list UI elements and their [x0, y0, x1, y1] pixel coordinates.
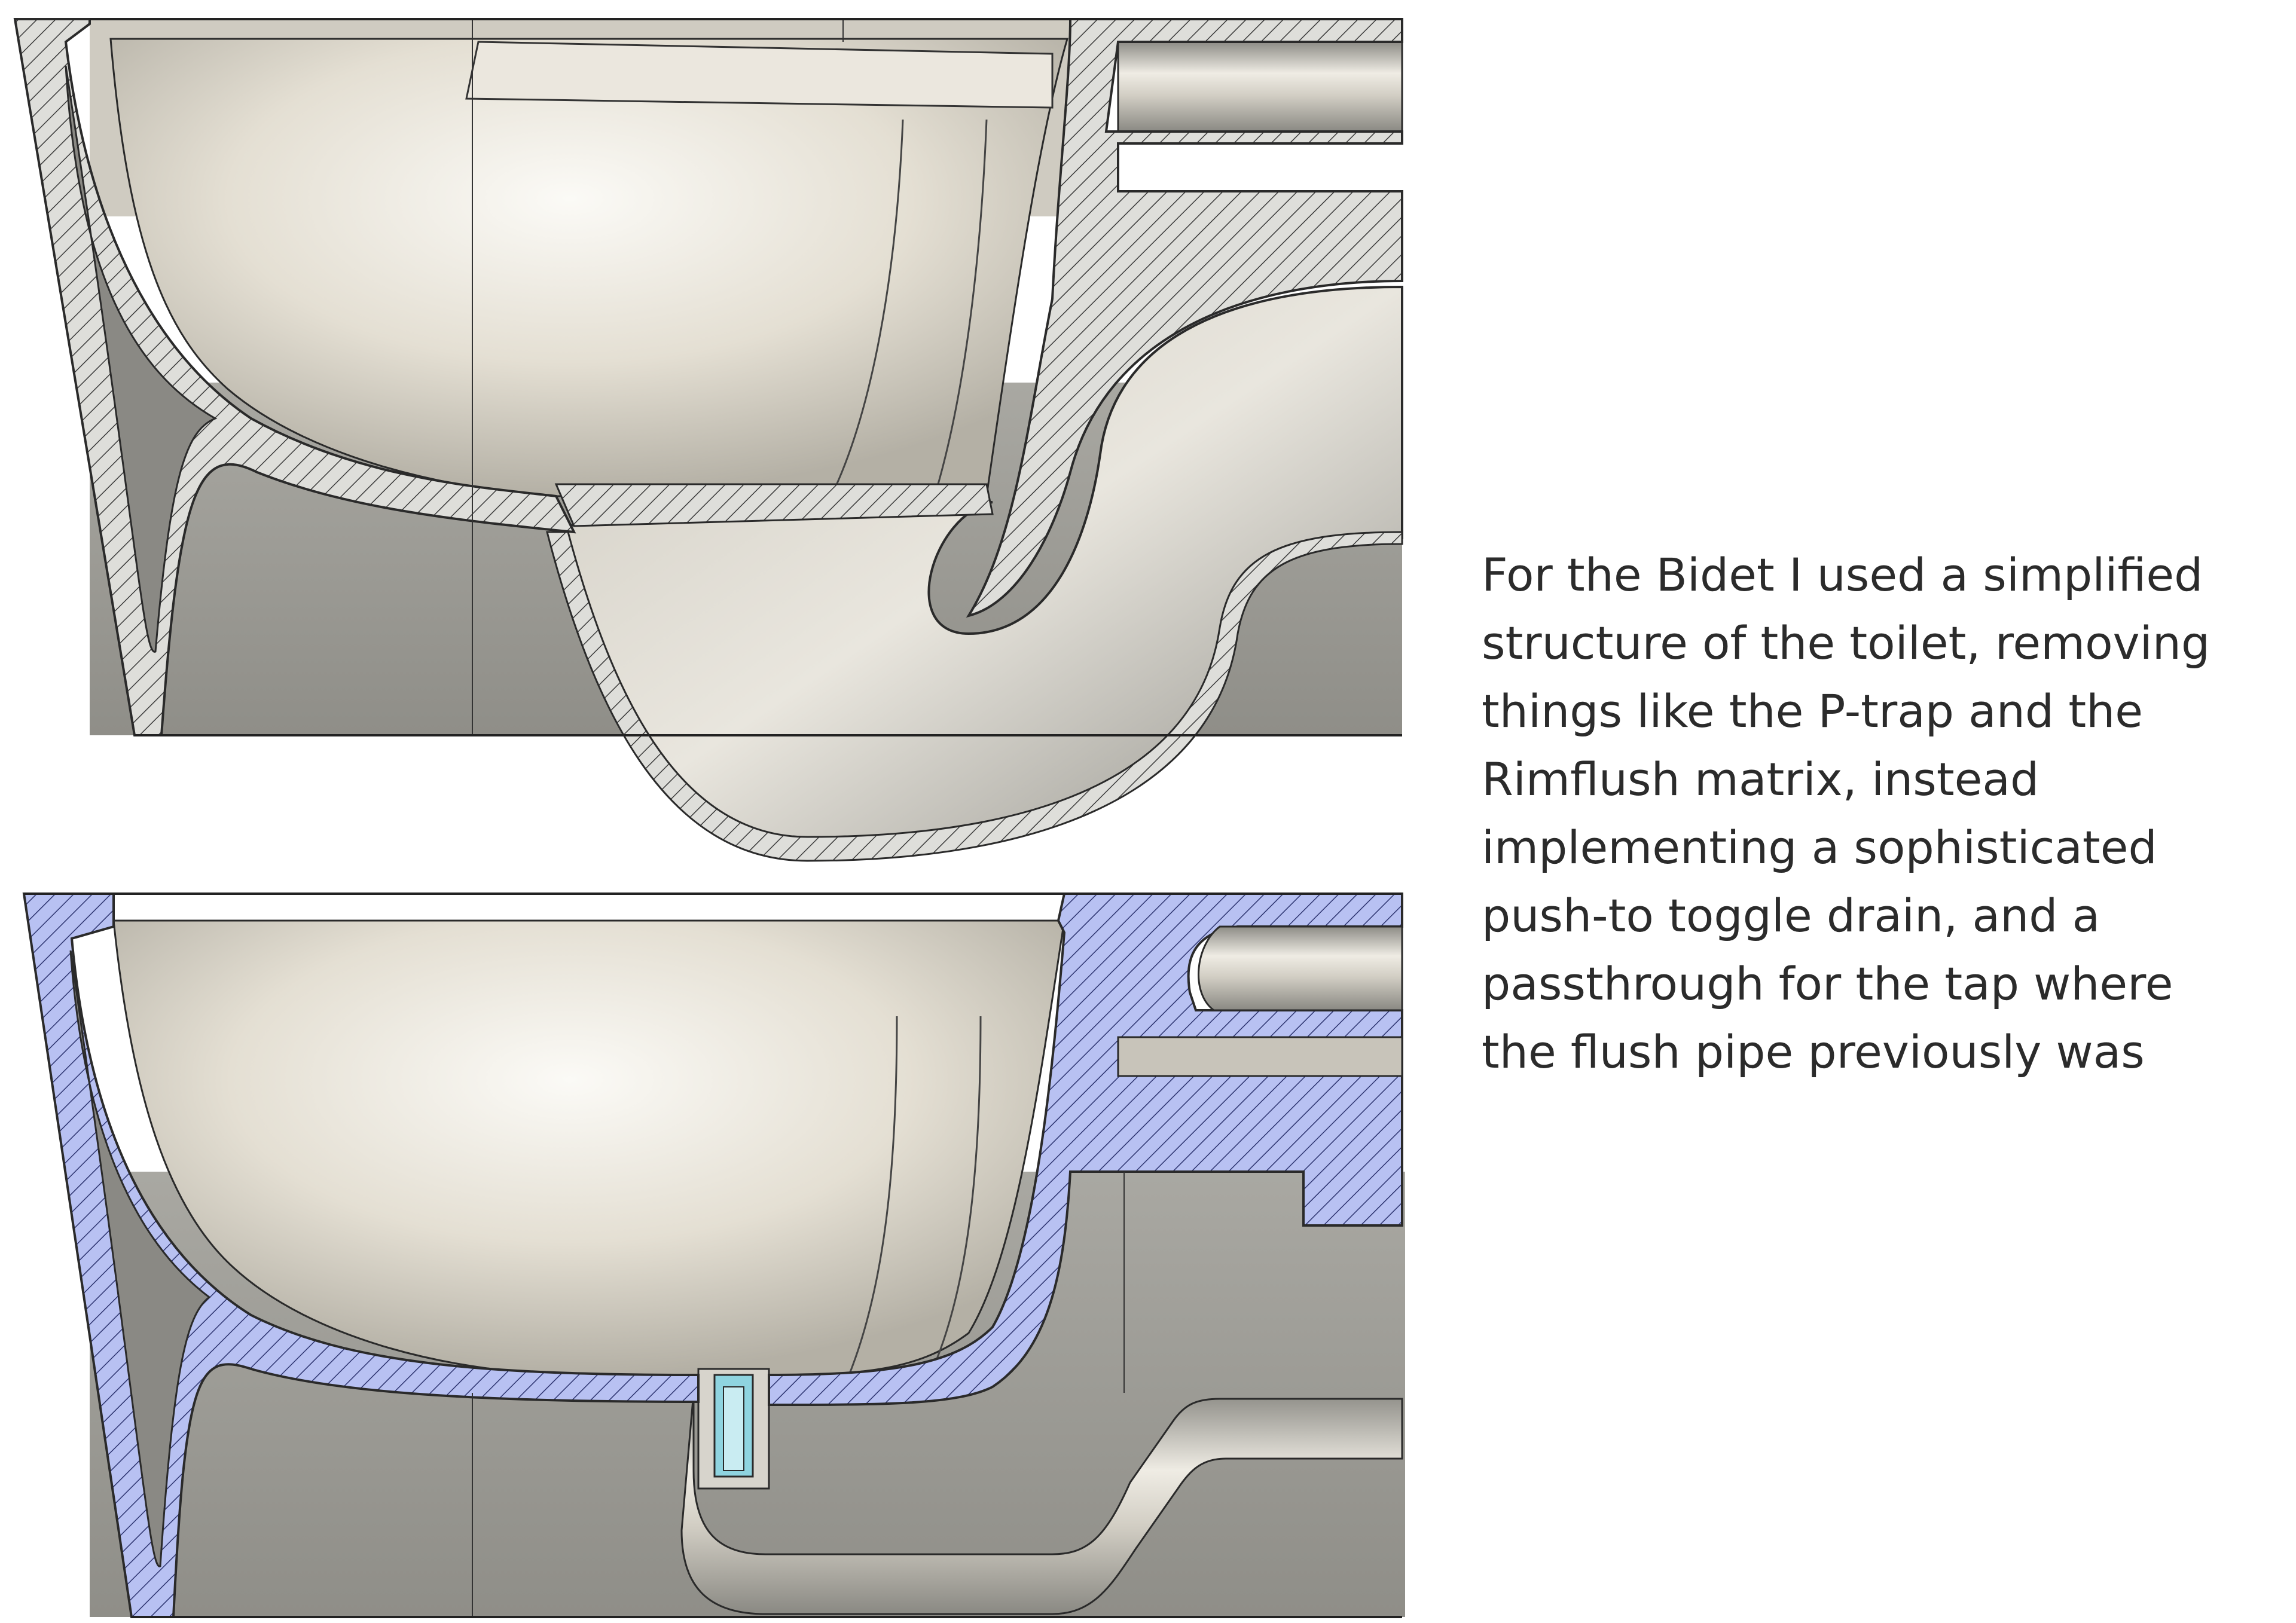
toilet-floor-section	[554, 483, 994, 527]
toilet-right-wall-section	[966, 18, 1403, 618]
caption-line: the flush pipe previously was	[1482, 1025, 2145, 1078]
toilet-bowl-contour-2	[932, 119, 988, 503]
bidet-section	[22, 893, 1405, 1618]
push-toggle-drain-valve	[697, 1368, 770, 1490]
bidet-left-void	[69, 950, 211, 1567]
caption-line: passthrough for the tap where	[1482, 957, 2173, 1010]
toilet-trap-shell-section	[546, 531, 1403, 862]
cross-section-figure	[13, 18, 1405, 1618]
bidet-bowl-contour-2	[932, 1016, 982, 1370]
toilet-bowl-surface	[109, 38, 1068, 497]
tap-passthrough-slot	[1117, 1036, 1403, 1077]
toilet-section	[13, 18, 1403, 862]
toilet-inlet-pipe	[1117, 41, 1403, 133]
bidet-drain-pipe	[680, 1392, 1403, 1615]
bidet-right-wall-section	[768, 893, 1403, 1407]
tap-passthrough-upper	[1198, 925, 1403, 1011]
caption-line: push-to toggle drain, and a	[1482, 889, 2100, 942]
caption-line: things like the P-trap and the	[1482, 684, 2144, 738]
caption-line: For the Bidet I used a simplified	[1482, 548, 2203, 601]
bidet-bowl-contour-1	[848, 1016, 898, 1376]
toilet-rim-lip	[465, 41, 1054, 109]
description-text: For the Bidet I used a simplified struct…	[1482, 541, 2259, 1086]
caption-line: Rimflush matrix, instead	[1482, 753, 2039, 806]
caption-line: implementing a sophisticated	[1482, 821, 2157, 874]
toilet-bowl-contour-1	[824, 119, 904, 509]
caption-line: structure of the toilet, removing	[1482, 616, 2210, 670]
toilet-left-void	[65, 65, 218, 653]
